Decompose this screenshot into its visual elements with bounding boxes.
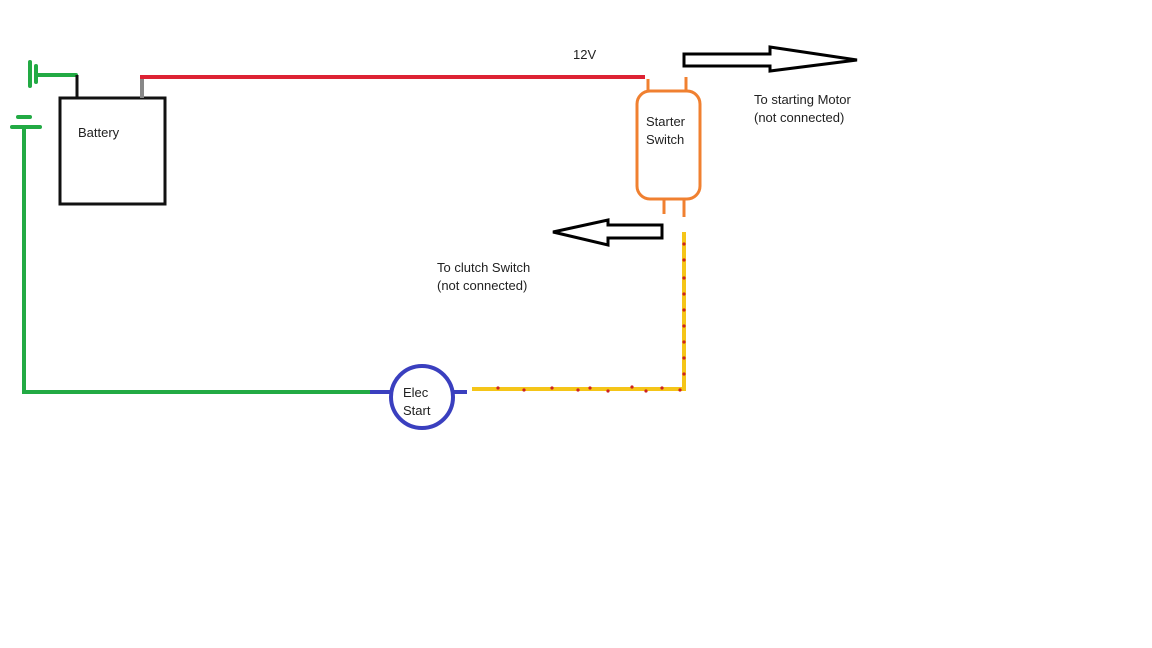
clutch-switch-label: To clutch Switch (not connected) [437,259,530,295]
battery-box [58,96,167,206]
signal-wire [472,232,686,391]
arrow-to-starting-motor [682,45,858,73]
elec-start-label-line1: Elec [403,385,429,400]
clutch-switch-label-line1: To clutch Switch [437,260,531,275]
elec-start-label-line2: Start [403,403,431,418]
elec-start-label: Elec Start [403,384,430,420]
starter-switch-label: Starter Switch [646,113,685,149]
clutch-switch-label-line2: (not connected) [437,278,528,293]
starting-motor-label-line1: To starting Motor [754,92,851,107]
starter-switch-body [635,89,702,201]
starting-motor-label-line2: (not connected) [754,110,845,125]
starter-switch-label-line1: Starter [646,114,686,129]
arrow-to-clutch-switch [552,218,664,247]
elec-start-circle [389,364,455,430]
signal-wire-dots [496,242,686,393]
ground-wire [22,127,372,394]
battery-label: Battery [78,125,120,140]
starting-motor-label: To starting Motor (not connected) [754,91,851,127]
voltage-label: 12V [573,47,597,62]
starter-switch-label-line2: Switch [646,132,685,147]
